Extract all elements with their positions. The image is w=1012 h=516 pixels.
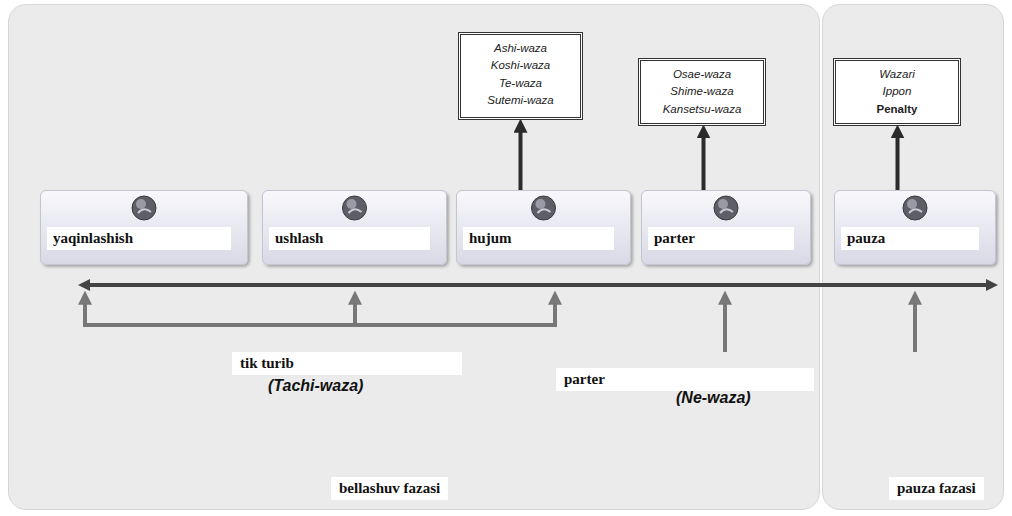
- up-arrow: [896, 134, 900, 190]
- step-icon: [642, 193, 810, 225]
- step-box: parter: [641, 190, 811, 265]
- axis-label: (Tachi-waza): [268, 377, 363, 395]
- technique-list: Osae-wazaShime-wazaKansetsu-waza: [638, 58, 766, 126]
- technique-name: Penalty: [844, 101, 950, 118]
- step-box: hujum: [456, 190, 631, 265]
- step-label: pauza: [841, 227, 979, 250]
- step-label: ushlash: [269, 227, 430, 250]
- label-holder: parter: [556, 368, 814, 391]
- step-icon: [41, 193, 247, 225]
- phase-panel: bellashuv fazasi yaqinlashish ushlash hujum…: [8, 4, 820, 510]
- technique-name: Te-waza: [469, 75, 572, 92]
- step-icon: [457, 193, 630, 225]
- technique-name: Osae-waza: [649, 66, 755, 83]
- step-box: ushlash: [262, 190, 447, 265]
- step-box: yaqinlashish: [40, 190, 248, 265]
- step-label: parter: [648, 227, 794, 250]
- technique-name: Kansetsu-waza: [649, 101, 755, 118]
- label-holder: tik turib: [232, 352, 462, 375]
- axis-label: (Ne-waza): [676, 389, 751, 407]
- phase-arrow: [723, 300, 727, 352]
- axis-label: parter: [556, 368, 814, 391]
- technique-name: Sutemi-waza: [469, 92, 572, 109]
- phase-label: pauza fazasi: [889, 477, 984, 500]
- axis-label: tik turib: [232, 352, 462, 375]
- step-icon: [835, 193, 995, 225]
- technique-name: Ashi-waza: [469, 40, 572, 57]
- technique-name: Ippon: [844, 83, 950, 100]
- phase-arrow: [913, 300, 917, 352]
- bracket-arrow: [553, 300, 557, 327]
- technique-list: Ashi-wazaKoshi-wazaTe-wazaSutemi-waza: [458, 32, 583, 120]
- bracket-line: [85, 323, 555, 327]
- bracket-arrow: [83, 300, 87, 327]
- technique-name: Koshi-waza: [469, 57, 572, 74]
- up-arrow: [702, 134, 706, 190]
- label-holder: (Tachi-waza): [268, 377, 363, 395]
- step-label: yaqinlashish: [47, 227, 231, 250]
- technique-list: WazariIpponPenalty: [833, 58, 961, 126]
- step-box: pauza: [834, 190, 996, 265]
- up-arrow: [519, 128, 523, 190]
- technique-name: Wazari: [844, 66, 950, 83]
- phase-panel: pauza fazasi pauza WazariIpponPenalty: [822, 4, 1004, 510]
- step-icon: [263, 193, 446, 225]
- label-holder: (Ne-waza): [676, 389, 751, 407]
- bracket-arrow: [353, 300, 357, 327]
- technique-name: Shime-waza: [649, 83, 755, 100]
- timeline-arrow: [86, 283, 990, 287]
- step-label: hujum: [463, 227, 614, 250]
- phase-label: bellashuv fazasi: [331, 477, 448, 500]
